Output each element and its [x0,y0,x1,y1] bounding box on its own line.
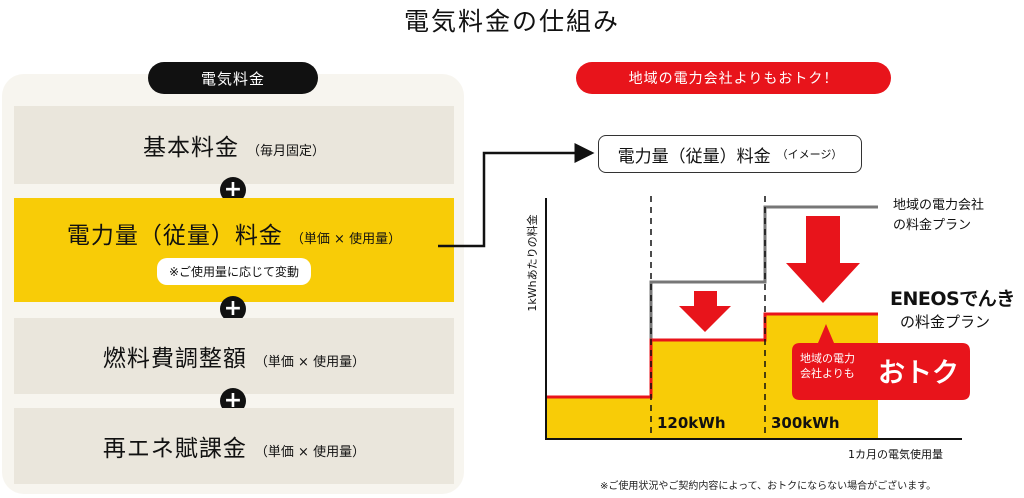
y-axis-label: 1kWhあたりの料金 [526,214,539,312]
x-axis-label: 1カ月の電気使用量 [848,448,943,461]
fuel-adjustment-box: 燃料費調整額 （単価 × 使用量） [14,318,454,394]
down-arrow-icon [786,216,860,303]
callout-bubble [792,324,970,400]
energy-charge-label: 電力量（従量）料金 （単価 × 使用量） [67,216,401,250]
chart-title: 電力量（従量）料金 [617,146,771,167]
connector-arrow [438,143,595,248]
page-title: 電気料金の仕組み [403,7,620,36]
fuel-adjustment-name: 燃料費調整額 [102,346,247,372]
basic-fee-name: 基本料金 [142,135,239,161]
plus-icon: + [220,296,246,322]
basic-fee-label: 基本料金 （毎月固定） [143,128,325,162]
renewable-levy-box: 再エネ賦課金 （単価 × 使用量） [14,408,454,484]
tick-label-120: 120kWh [657,414,726,432]
eneos-brand-label: ENEOSでんき [890,288,1015,310]
energy-charge-name: 電力量（従量）料金 [66,222,283,249]
electricity-fee-header: 電気料金 [148,62,318,94]
renewable-levy-label: 再エネ賦課金 （単価 × 使用量） [103,429,365,463]
basic-fee-note: （毎月固定） [246,144,325,159]
fuel-adjustment-note: （単価 × 使用量） [254,355,366,370]
renewable-levy-name: 再エネ賦課金 [102,436,247,462]
callout-line2: 会社よりも [800,367,855,380]
eneos-plan-line [546,312,878,399]
tick-label-300: 300kWh [771,414,840,432]
regional-plan-legend-line2: の料金プラン [893,218,972,233]
eneos-plan-sub-label: の料金プラン [900,313,991,331]
renewable-levy-note: （単価 × 使用量） [254,445,366,460]
regional-plan-legend: 地域の電力会社 の料金プラン [893,196,984,236]
energy-charge-box: 電力量（従量）料金 （単価 × 使用量） ※ご使用量に応じて変動 [14,198,454,302]
fuel-adjustment-label: 燃料費調整額 （単価 × 使用量） [103,339,365,373]
usage-note: ※ご使用量に応じて変動 [156,257,312,285]
regional-plan-legend-line1: 地域の電力会社 [893,198,985,213]
energy-charge-note: （単価 × 使用量） [290,231,402,247]
callout-big-text: おトク [878,358,959,389]
callout-line1: 地域の電力 [800,352,855,365]
footnote: ※ご使用状況やご契約内容によって、おトクにならない場合がございます。 [600,481,937,492]
cheaper-header: 地域の電力会社よりもおトク！ [576,62,891,94]
chart-title-note: （イメージ） [776,148,843,161]
y-axis-label-wrap: 1kWhあたりの料金 [512,195,552,325]
basic-fee-box: 基本料金 （毎月固定） [14,106,454,184]
down-arrow-icon [679,291,731,332]
callout-text: 地域の電力 会社よりも [800,351,855,381]
chart-title-box: 電力量（従量）料金 （イメージ） [598,135,862,173]
